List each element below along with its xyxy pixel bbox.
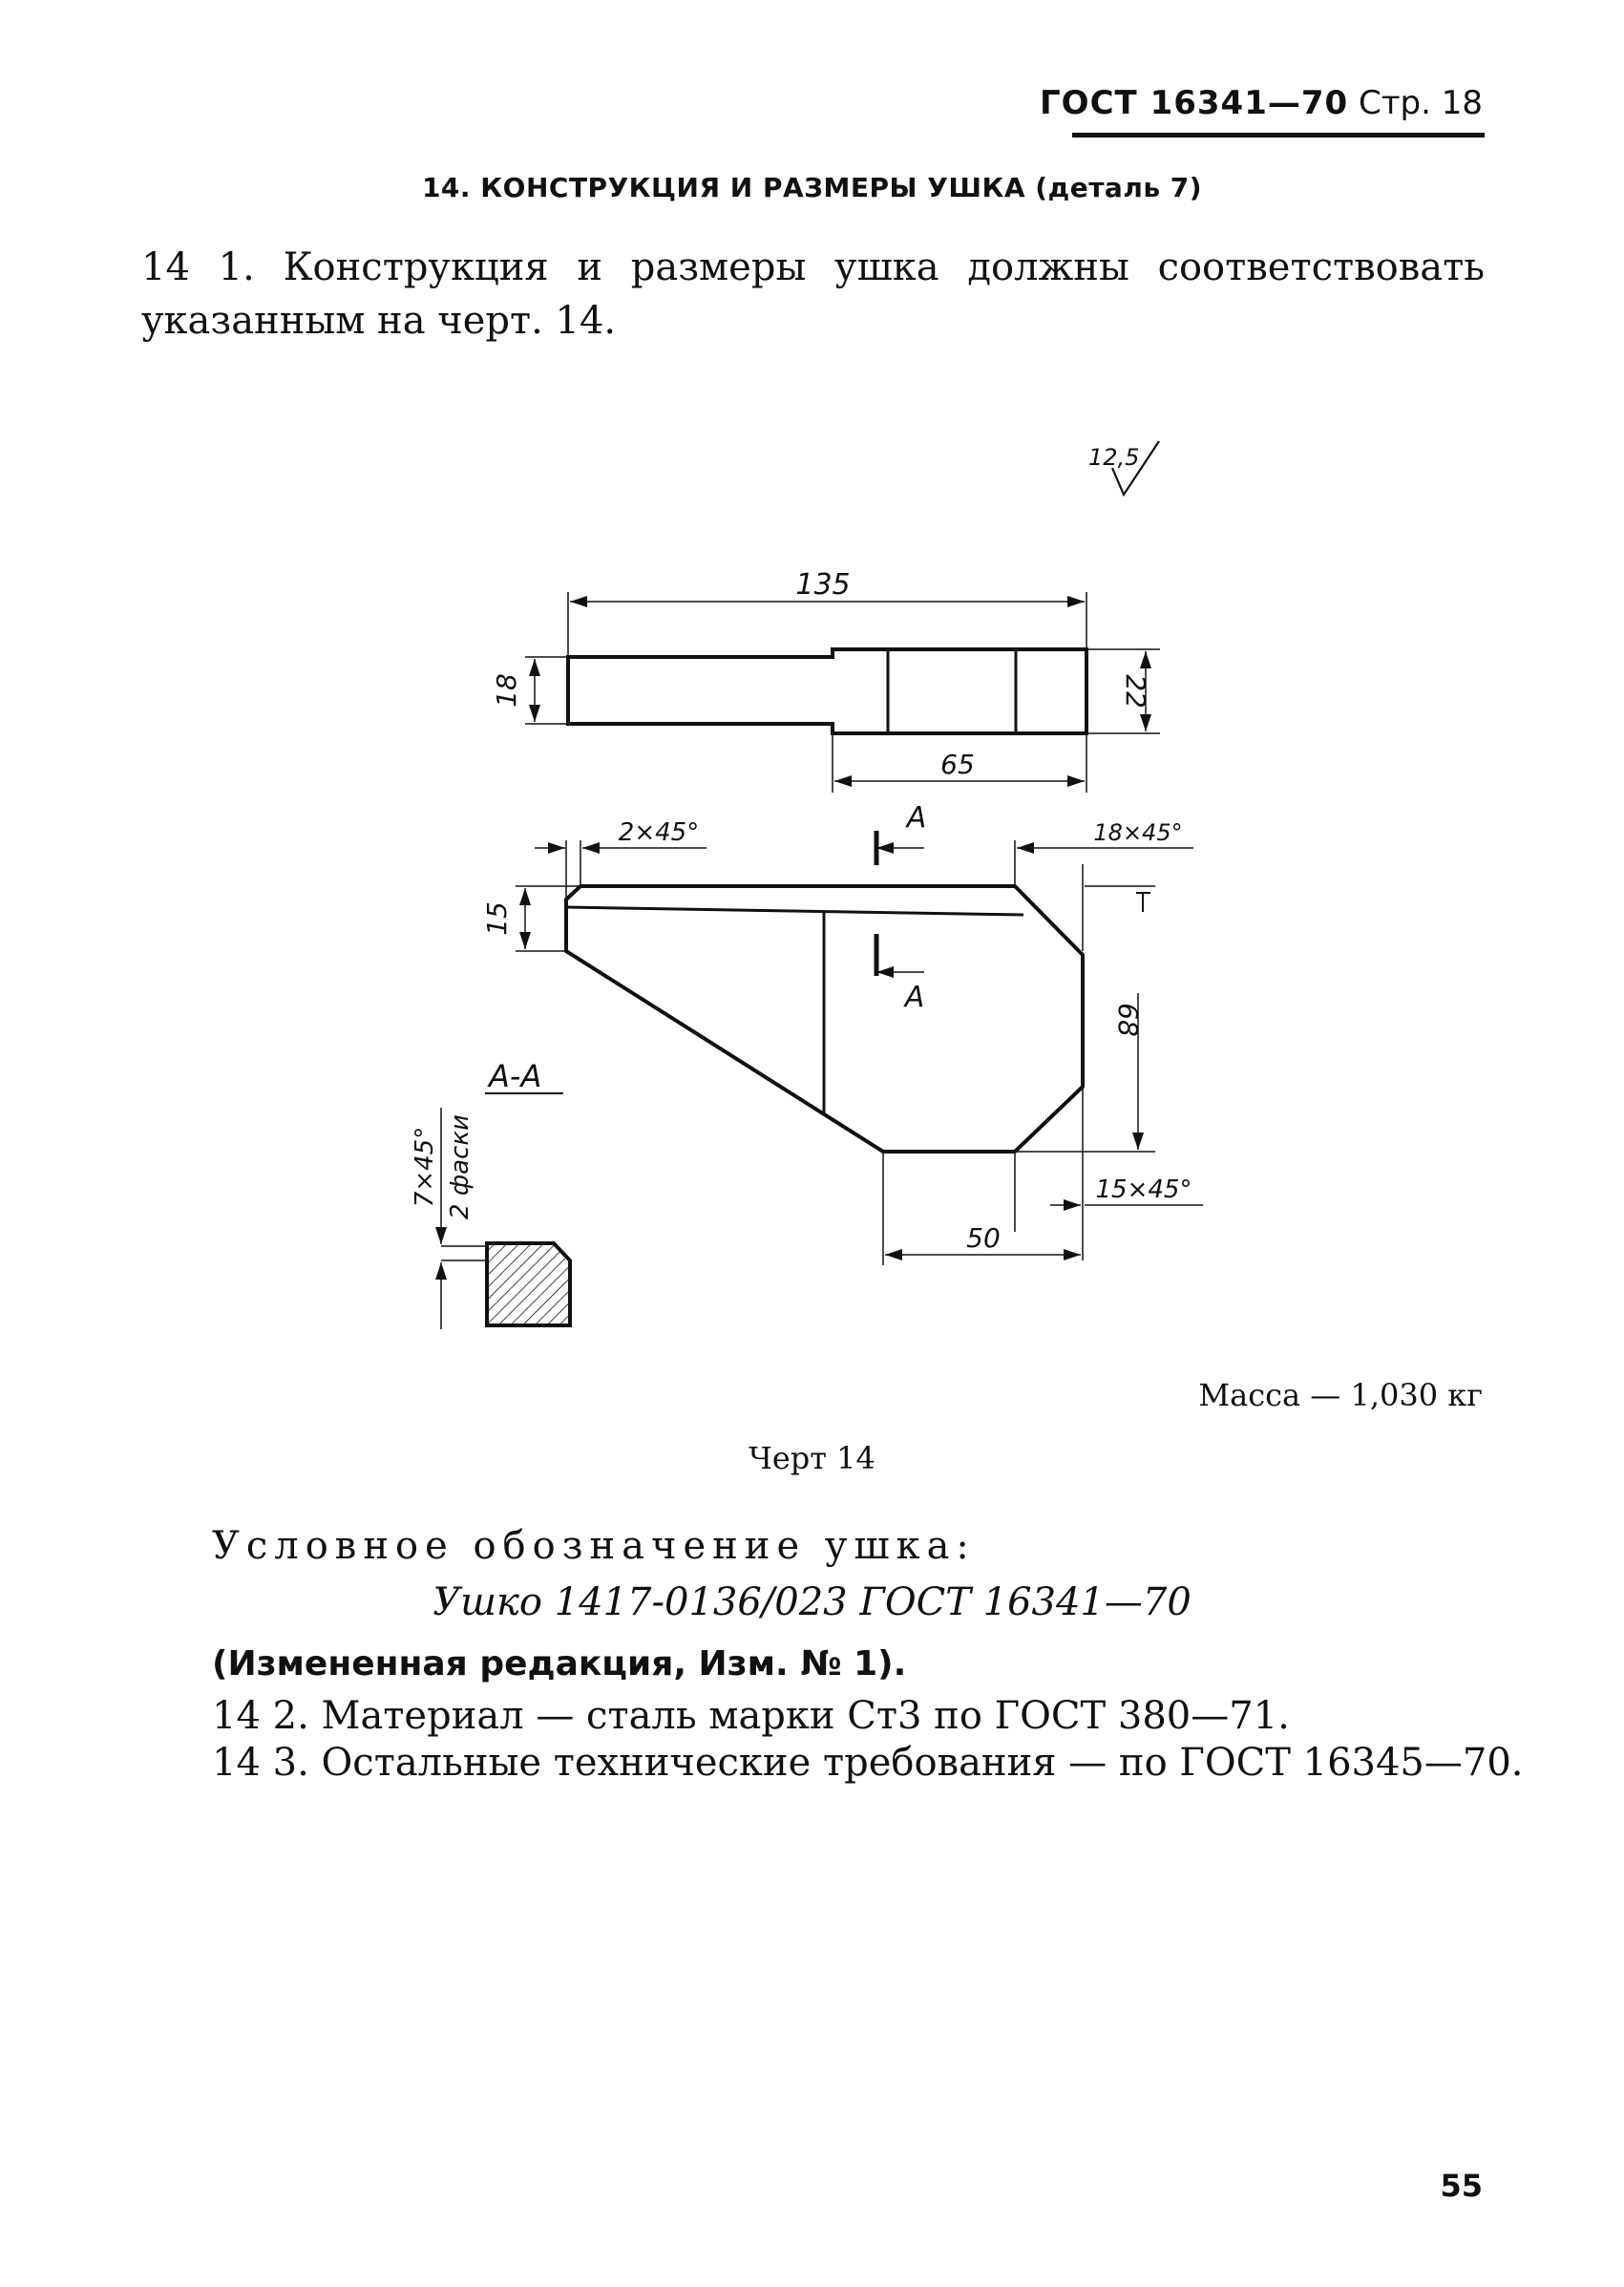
dim-18: 18 [491, 673, 522, 708]
mass-note: Масса — 1,030 кг [1198, 1377, 1483, 1413]
dim-68: 68 [1112, 1003, 1144, 1037]
section-chamfer-note: 2 фаски [446, 1114, 475, 1219]
section-title: 14. КОНСТРУКЦИЯ И РАЗМЕРЫ УШКА (деталь 7… [421, 172, 1203, 203]
figure-caption: Черт 14 [749, 1440, 875, 1476]
header-rule [1072, 133, 1485, 138]
standard-number: ГОСТ 16341—70 [1040, 84, 1349, 122]
page-number: 55 [1440, 2168, 1483, 2204]
dim-50: 50 [966, 1222, 1001, 1254]
section-chamfer: 7×45° [411, 1127, 439, 1207]
top-view: 135 18 22 65 [491, 568, 1160, 793]
dim-135: 135 [795, 568, 850, 602]
dim-15: 15 [481, 901, 513, 936]
designation-value: Ушко 1417-0136/023 ГОСТ 16341—70 [432, 1580, 1192, 1624]
chamfer-15x45: 15×45° [1096, 1175, 1192, 1204]
running-header: ГОСТ 16341—70 Стр. 18 [1040, 84, 1483, 122]
roughness-symbol: 12,5 [1088, 440, 1160, 498]
section-aa: А-А 7×45° 2 фаски [411, 1058, 572, 1329]
dim-22: 22 [1120, 674, 1151, 709]
front-view: 2×45° 18×45° А А 15 68 15×45° [481, 801, 1203, 1265]
amendment-note: (Измененная редакция, Изм. № 1). [212, 1644, 907, 1683]
section-marker-bottom: А [903, 981, 925, 1014]
section-marker-top: А [905, 801, 927, 835]
technical-drawing: 12,5 135 18 22 65 [411, 440, 1203, 1329]
chamfer-18x45: 18×45° [1093, 819, 1182, 846]
section-label: А-А [487, 1058, 541, 1094]
roughness-value: 12,5 [1088, 444, 1139, 471]
chamfer-2x45: 2×45° [619, 818, 699, 847]
paragraph-14-3: 14 3. Остальные технические требования —… [212, 1741, 1524, 1785]
designation-label: Условное обозначение ушка: [212, 1524, 976, 1568]
paragraph-14-2: 14 2. Материал — сталь марки Ст3 по ГОСТ… [212, 1694, 1290, 1738]
dim-65: 65 [940, 749, 975, 780]
paragraph-14-1: 14 1. Конструкция и размеры ушка должны … [141, 245, 1485, 343]
page-label: Стр. 18 [1358, 84, 1483, 122]
